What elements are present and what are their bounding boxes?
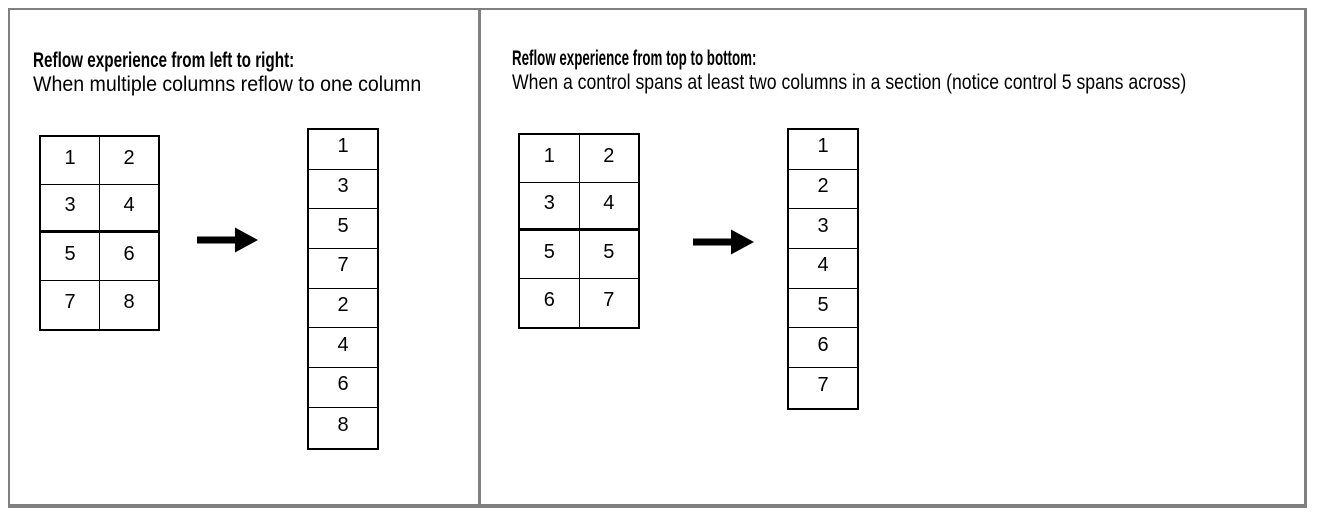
reflowed-cell: 6 <box>309 368 377 408</box>
grid-row: 6 7 <box>520 279 638 327</box>
grid-row-section-separator: 3 4 <box>520 183 638 231</box>
right-arrow-icon <box>197 227 258 253</box>
grid-cell: 2 <box>603 144 615 167</box>
reflowed-cell: 8 <box>337 413 349 436</box>
grid-cell: 1 <box>41 137 100 184</box>
grid-cell: 7 <box>603 289 615 311</box>
panel-divider <box>478 10 481 504</box>
reflowed-column: 1 2 3 4 5 6 7 <box>787 128 859 410</box>
right-arrow-icon <box>693 229 754 255</box>
grid-row: 1 2 <box>41 137 158 185</box>
grid-row-spanning-control: 5 5 <box>520 231 638 279</box>
panel-top-to-bottom: Reflow experience from top to bottom: Wh… <box>481 10 1304 504</box>
grid-cell: 7 <box>41 281 100 329</box>
reflowed-cell: 2 <box>789 170 857 210</box>
reflowed-cell: 7 <box>309 249 377 289</box>
grid-cell: 6 <box>123 242 135 265</box>
grid-cell: 6 <box>520 279 580 327</box>
grid-cell: 4 <box>603 191 615 214</box>
grid-cell: 5 <box>603 240 615 263</box>
source-grid: 1 2 3 4 5 6 7 8 <box>39 135 160 331</box>
panel-heading: Reflow experience from left to right: Wh… <box>33 48 460 96</box>
reflowed-cell: 5 <box>309 209 377 250</box>
reflowed-cell: 3 <box>309 170 377 210</box>
grid-cell: 5 <box>520 231 580 278</box>
reflowed-cell: 4 <box>789 249 857 289</box>
grid-row: 7 8 <box>41 281 158 329</box>
grid-row: 1 2 <box>520 135 638 183</box>
reflowed-cell: 6 <box>789 328 857 369</box>
grid-cell: 3 <box>41 185 100 230</box>
grid-cell: 4 <box>123 193 135 216</box>
reflowed-cell: 1 <box>789 130 857 170</box>
reflowed-cell: 4 <box>309 328 377 369</box>
panel-title: Reflow experience from left to right: <box>33 48 295 72</box>
page-frame: Reflow experience from left to right: Wh… <box>8 8 1307 508</box>
reflowed-cell: 2 <box>309 289 377 329</box>
reflowed-cell: 7 <box>817 373 829 396</box>
reflowed-column: 1 3 5 7 2 4 6 8 <box>307 128 379 450</box>
source-grid: 1 2 3 4 5 5 6 7 <box>518 133 640 329</box>
panel-left-to-right: Reflow experience from left to right: Wh… <box>10 10 478 504</box>
grid-cell: 2 <box>123 146 135 169</box>
grid-row: 5 6 <box>41 233 158 281</box>
grid-cell: 8 <box>123 291 135 313</box>
reflowed-cell: 3 <box>789 209 857 250</box>
grid-cell: 1 <box>520 135 580 182</box>
panel-subtitle: When a control spans at least two column… <box>512 70 1187 94</box>
grid-cell: 5 <box>41 233 100 280</box>
grid-cell: 3 <box>520 183 580 228</box>
panel-heading: Reflow experience from top to bottom: Wh… <box>512 46 1319 94</box>
reflowed-cell: 1 <box>309 130 377 170</box>
panel-subtitle: When multiple columns reflow to one colu… <box>33 72 422 96</box>
grid-row-section-separator: 3 4 <box>41 185 158 233</box>
reflowed-cell: 5 <box>789 289 857 329</box>
panel-title: Reflow experience from top to bottom: <box>512 46 757 70</box>
